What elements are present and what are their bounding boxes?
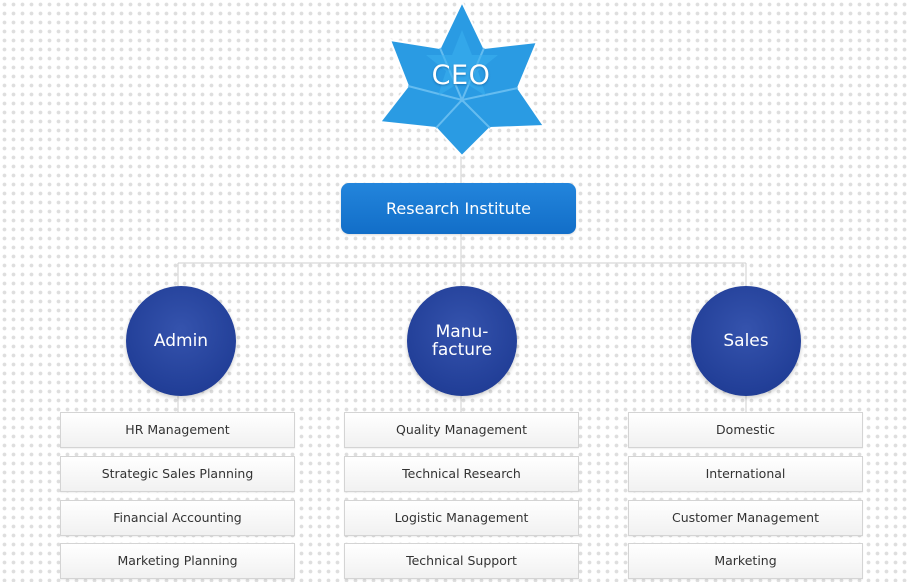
task-box: Strategic Sales Planning <box>60 456 295 492</box>
task-box: Marketing <box>628 543 863 579</box>
ceo-star-icon <box>379 1 545 157</box>
task-box: Financial Accounting <box>60 500 295 536</box>
task-box: International <box>628 456 863 492</box>
department-admin-circle: Admin <box>126 286 236 396</box>
ceo-label: CEO <box>431 60 491 91</box>
task-box: Technical Support <box>344 543 579 579</box>
department-label: Sales <box>723 331 769 351</box>
task-box: Logistic Management <box>344 500 579 536</box>
department-manufacture-circle: Manu- facture <box>407 286 517 396</box>
task-box: Quality Management <box>344 412 579 448</box>
research-institute-box: Research Institute <box>341 183 576 234</box>
department-label: Admin <box>153 331 209 351</box>
task-box: HR Management <box>60 412 295 448</box>
task-box: Marketing Planning <box>60 543 295 579</box>
task-box: Customer Management <box>628 500 863 536</box>
department-sales-circle: Sales <box>691 286 801 396</box>
department-label: Manu- facture <box>431 322 493 360</box>
task-box: Domestic <box>628 412 863 448</box>
task-box: Technical Research <box>344 456 579 492</box>
